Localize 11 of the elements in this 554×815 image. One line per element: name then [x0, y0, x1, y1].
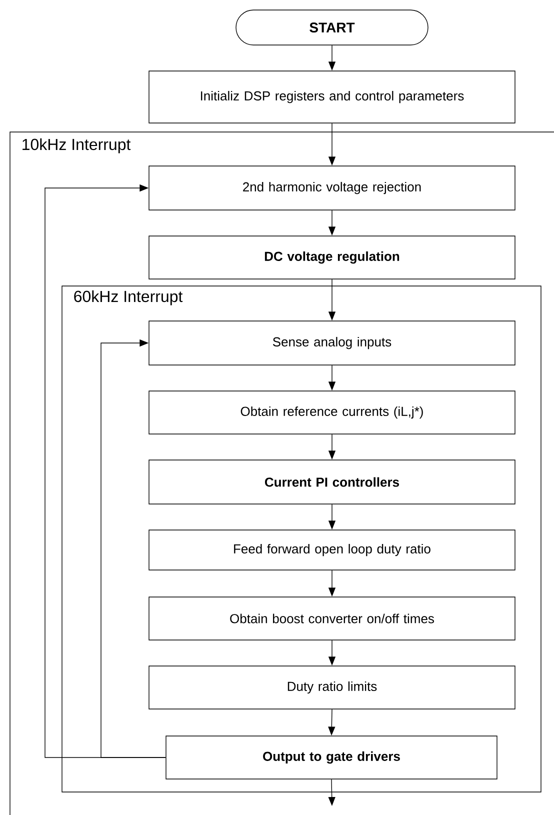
process-box: Obtain reference currents (iL,j*) [148, 390, 516, 434]
process-box: Duty ratio limits [148, 666, 516, 710]
process-box: Current PI controllers [148, 460, 516, 504]
process-box: Output to gate drivers [166, 736, 498, 780]
arrow [100, 339, 166, 758]
process-box: DC voltage regulation [148, 236, 516, 280]
process-box: Initializ DSP registers and control parameters [148, 70, 516, 124]
process-box: 2nd harmonic voltage rejection [148, 166, 516, 210]
process-box: Sense analog inputs [148, 320, 516, 366]
process-box: Feed forward open loop duty ratio [148, 530, 516, 570]
process-box: Obtain boost converter on/off times [148, 596, 516, 640]
